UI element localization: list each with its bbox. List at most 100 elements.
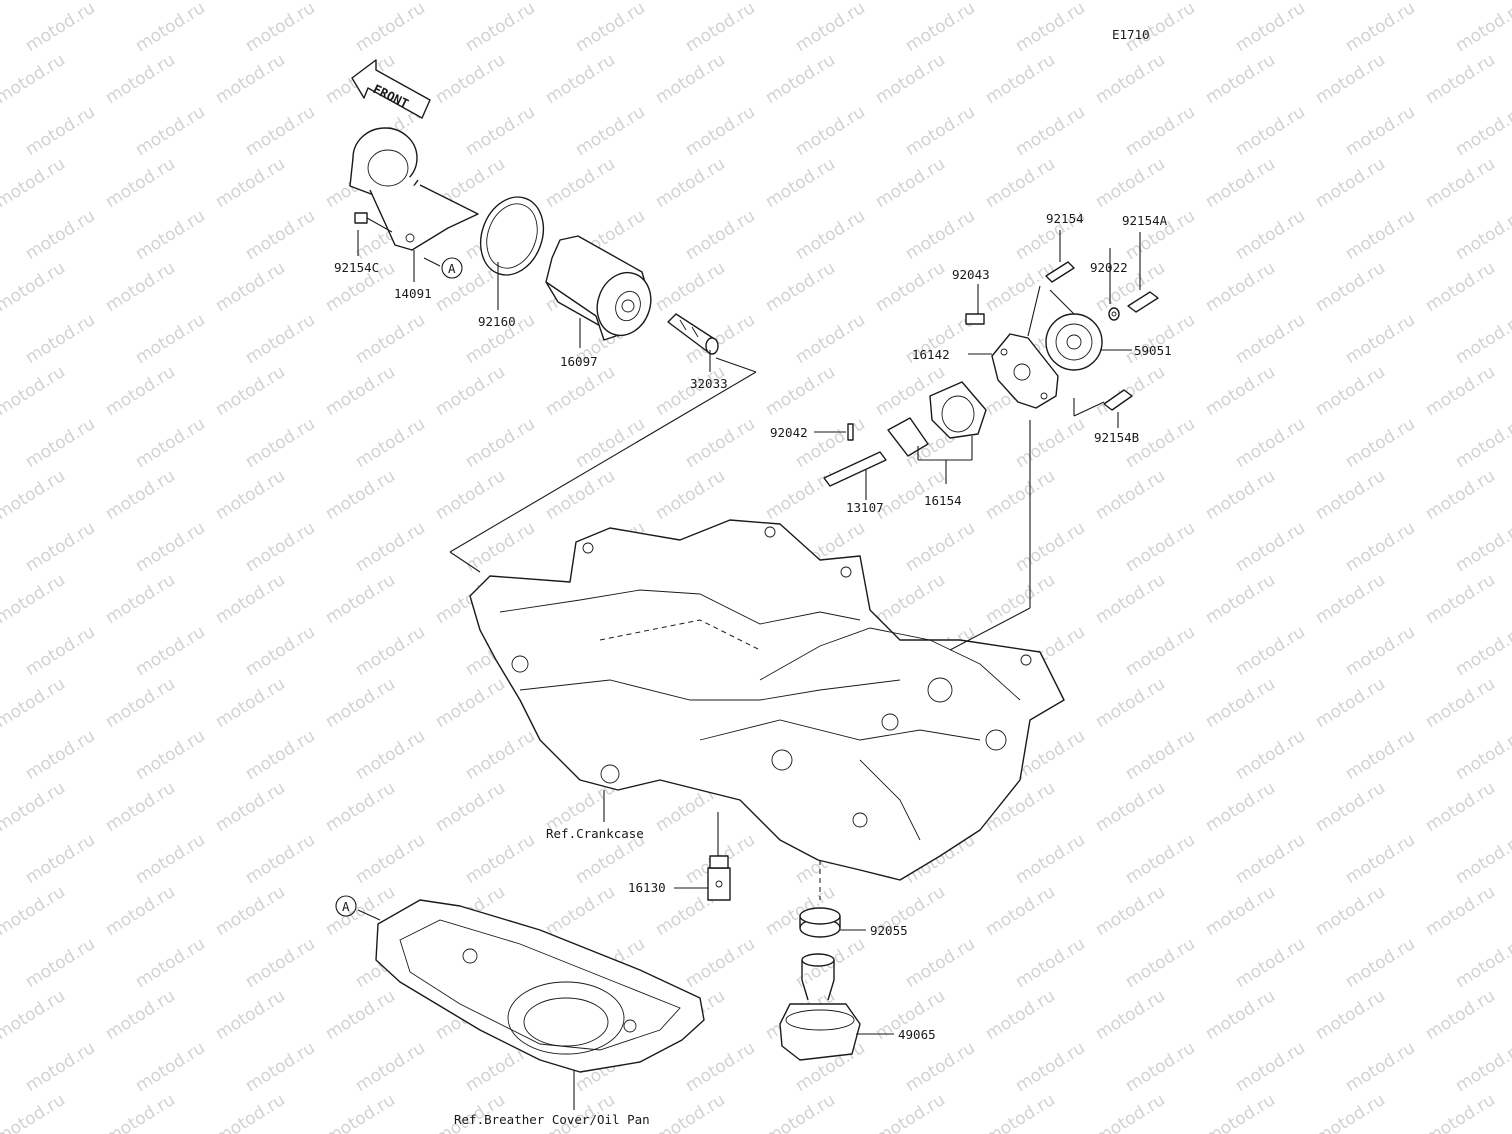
watermark-text: motod.ru [1232, 726, 1309, 784]
watermark-text: motod.ru [352, 622, 429, 680]
watermark-text: motod.ru [652, 1090, 729, 1134]
watermark-text: motod.ru [1422, 50, 1499, 108]
sprocket-59051-part [1045, 313, 1103, 371]
watermark-text: motod.ru [1202, 882, 1279, 940]
watermark-text: motod.ru [22, 518, 99, 576]
watermark-text: motod.ru [1422, 882, 1499, 940]
callout-13107: 13107 [846, 500, 884, 515]
callout-92055: 92055 [870, 923, 908, 938]
watermark-text: motod.ru [242, 622, 319, 680]
watermark-text: motod.ru [682, 206, 759, 264]
callout-92022: 92022 [1090, 260, 1128, 275]
watermark-text: motod.ru [1342, 726, 1419, 784]
watermark-text: motod.ru [1012, 518, 1089, 576]
watermark-text: motod.ru [762, 362, 839, 420]
ref-oil-pan-label: Ref.Breather Cover/Oil Pan [454, 1112, 650, 1127]
watermark-text: motod.ru [902, 206, 979, 264]
watermark-text: motod.ru [1422, 362, 1499, 420]
watermark-text: motod.ru [322, 1090, 399, 1134]
watermark-text: motod.ru [352, 518, 429, 576]
watermark-text: motod.ru [1312, 986, 1389, 1044]
watermark-text: motod.ru [132, 1038, 209, 1096]
watermark-text: motod.ru [1312, 258, 1389, 316]
watermark-text: motod.ru [1312, 50, 1389, 108]
watermark-text: motod.ru [542, 882, 619, 940]
callout-16142: 16142 [912, 347, 950, 362]
watermark-text: motod.ru [1342, 102, 1419, 160]
watermark-text: motod.ru [1202, 466, 1279, 524]
watermark-text: motod.ru [432, 362, 509, 420]
watermark-text: motod.ru [212, 1090, 289, 1134]
watermark-text: motod.ru [0, 258, 69, 316]
watermark-text: motod.ru [1092, 0, 1169, 4]
filter-shroud-part [349, 127, 479, 251]
watermark-text: motod.ru [1452, 622, 1512, 680]
watermark-text: motod.ru [242, 830, 319, 888]
watermark-text: motod.ru [1312, 882, 1389, 940]
watermark-text: motod.ru [682, 934, 759, 992]
watermark-text: motod.ru [1202, 986, 1279, 1044]
ref-crankcase-label: Ref.Crankcase [546, 826, 644, 841]
watermark-text: motod.ru [322, 362, 399, 420]
watermark-text: motod.ru [352, 1038, 429, 1096]
leader-lines [357, 230, 1141, 1110]
callout-92154B: 92154B [1094, 430, 1139, 445]
watermark-text: motod.ru [982, 50, 1059, 108]
watermark-text: motod.ru [352, 414, 429, 472]
watermark-text: motod.ru [462, 102, 539, 160]
watermark-text: motod.ru [1422, 258, 1499, 316]
watermark-text: motod.ru [982, 986, 1059, 1044]
watermark-text: motod.ru [0, 50, 69, 108]
watermark-text: motod.ru [462, 414, 539, 472]
watermark-text: motod.ru [652, 362, 729, 420]
watermark-text: motod.ru [22, 0, 99, 56]
watermark-text: motod.ru [242, 1038, 319, 1096]
watermark-text: motod.ru [1122, 622, 1199, 680]
callout-49065: 49065 [898, 1027, 936, 1042]
watermark-text: motod.ru [102, 986, 179, 1044]
watermark-text: motod.ru [1092, 1090, 1169, 1134]
watermark-text: motod.ru [0, 0, 69, 4]
watermark-text: motod.ru [1202, 778, 1279, 836]
watermark-text: motod.ru [1312, 674, 1389, 732]
o-ring-92160-part [479, 196, 545, 276]
watermark-text: motod.ru [1122, 102, 1199, 160]
watermark-text: motod.ru [22, 1038, 99, 1096]
watermark-text: motod.ru [0, 986, 69, 1044]
watermark-text: motod.ru [322, 0, 399, 4]
watermark-text: motod.ru [1452, 414, 1512, 472]
watermark-text: motod.ru [0, 882, 69, 940]
watermark-text: motod.ru [1452, 310, 1512, 368]
watermark-text: motod.ru [652, 50, 729, 108]
watermark-text: motod.ru [762, 50, 839, 108]
watermark-text: motod.ru [792, 102, 869, 160]
watermark-text: motod.ru [322, 466, 399, 524]
watermark-text: motod.ru [212, 986, 289, 1044]
watermark-text: motod.ru [22, 206, 99, 264]
watermark-text: motod.ru [1202, 0, 1279, 4]
watermark-text: motod.ru [352, 726, 429, 784]
watermark-text: motod.ru [652, 154, 729, 212]
watermark-text: motod.ru [1232, 414, 1309, 472]
watermark-text: motod.ru [762, 466, 839, 524]
watermark-text: motod.ru [982, 882, 1059, 940]
watermark-text: motod.ru [1012, 934, 1089, 992]
watermark-text: motod.ru [1312, 778, 1389, 836]
watermark-text: motod.ru [982, 258, 1059, 316]
watermark-text: motod.ru [1452, 934, 1512, 992]
watermark-text: motod.ru [1232, 934, 1309, 992]
watermark-text: motod.ru [542, 362, 619, 420]
watermark-text: motod.ru [322, 778, 399, 836]
ref-marker-a-lower-label: A [342, 899, 350, 914]
watermark-text: motod.ru [322, 570, 399, 628]
watermark-text: motod.ru [242, 414, 319, 472]
watermark-text: motod.ru [1452, 726, 1512, 784]
watermark-text: motod.ru [132, 0, 209, 56]
watermark-text: motod.ru [652, 466, 729, 524]
bolt-92154A-part [1127, 291, 1159, 313]
watermark-text: motod.ru [1342, 414, 1419, 472]
watermark-text: motod.ru [1342, 830, 1419, 888]
callout-32033: 32033 [690, 376, 728, 391]
watermark-text: motod.ru [0, 154, 69, 212]
watermark-text: motod.ru [432, 0, 509, 4]
